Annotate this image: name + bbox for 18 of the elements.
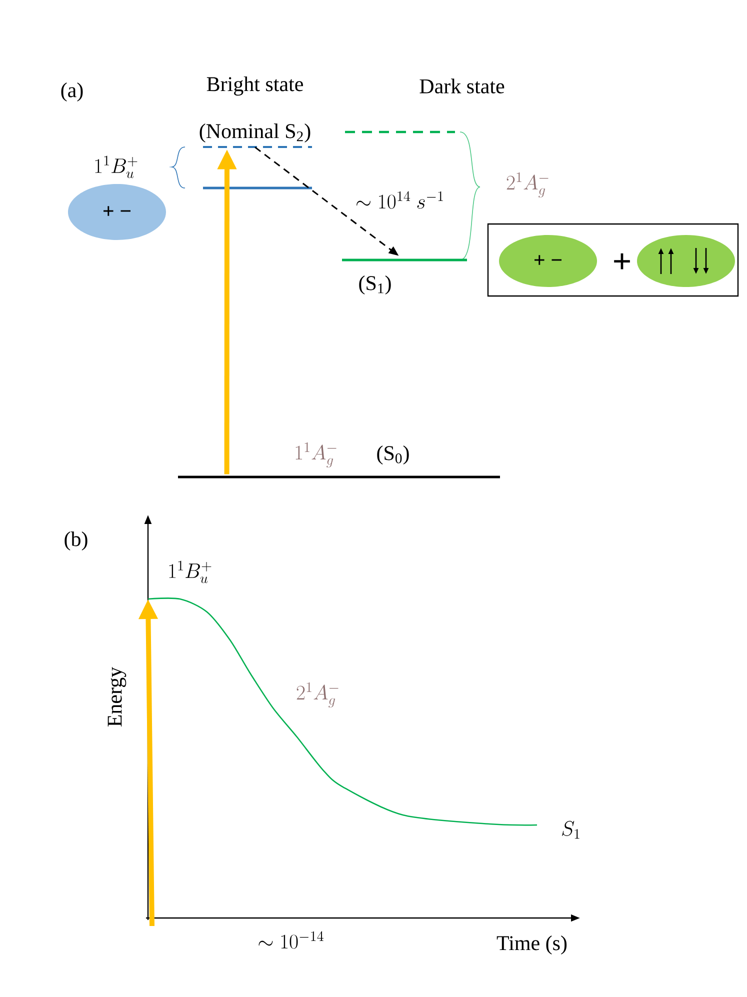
state-label: $1^1B_u^+$	[169, 560, 212, 584]
state-label: $2^1A_g^-$	[506, 172, 548, 198]
energy-level	[203, 186, 312, 190]
energy-level: (S$_{1}$)	[342, 258, 467, 295]
axis-label: Time (s)	[496, 935, 567, 955]
energy-level: (Nominal S$_{2}$)	[200, 124, 312, 148]
time-label: $\sim 10^{-14}$	[258, 931, 324, 949]
column-heading: Dark state	[420, 78, 504, 94]
panel-label: (a)	[61, 82, 83, 102]
energy-level: $1^1A_g^-$ (S$_{0}$)	[178, 442, 500, 478]
energy-level	[345, 130, 455, 134]
spin-pair-ellipse	[637, 235, 735, 287]
state-label: $2^1A_g^-$	[296, 682, 338, 708]
panel-label: (b)	[64, 532, 88, 551]
axis-label: Energy	[108, 666, 126, 727]
state-label: $S_1$	[562, 820, 580, 839]
edge-label: $\sim 10^{14}\ s^{-1}$	[354, 190, 446, 210]
column-heading: Bright state	[206, 76, 303, 96]
